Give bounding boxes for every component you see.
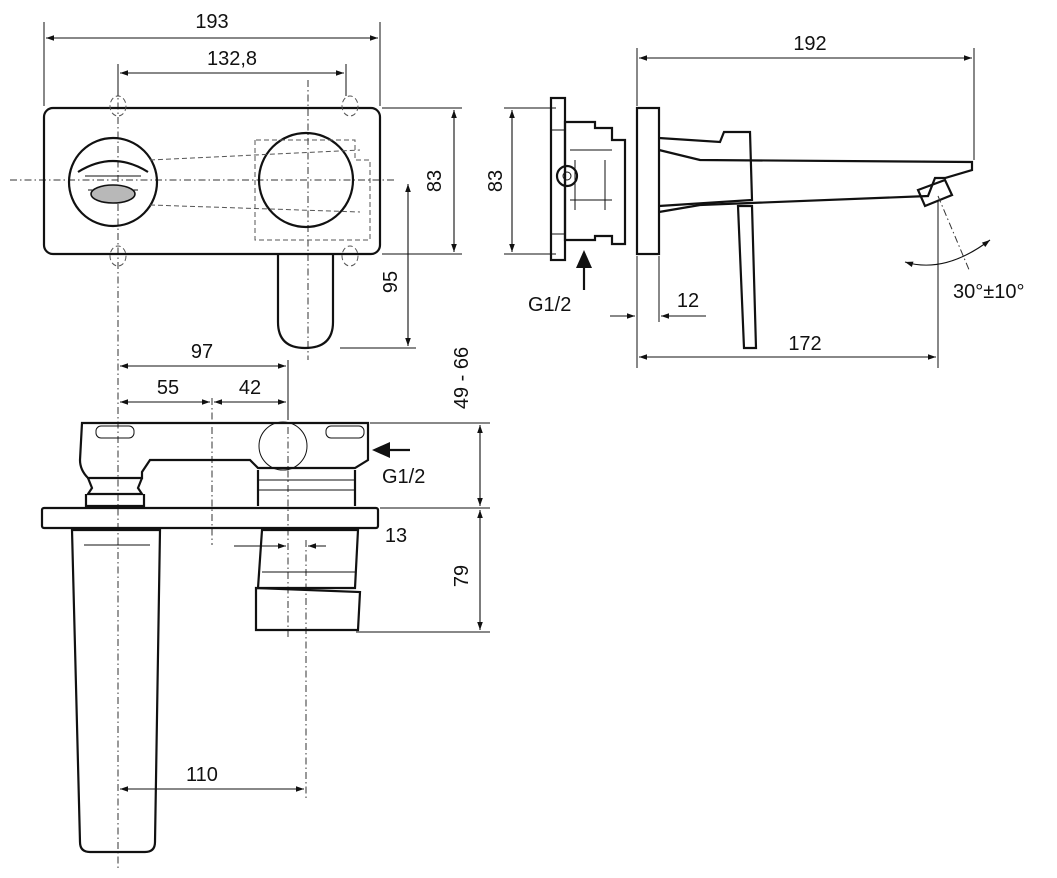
top-view: 193 132,8 83 95	[10, 11, 462, 868]
dim-top-hole-spacing: 132,8	[207, 48, 257, 70]
front-cover-plate	[40, 506, 380, 530]
dim-front-body-offset: 13	[385, 525, 407, 547]
dim-front-centre-total: 97	[191, 341, 213, 363]
side-thread-label: G1/2	[528, 294, 571, 316]
dim-side-spout-reach: 172	[788, 333, 821, 355]
dim-front-spout-offset: 110	[186, 764, 218, 786]
side-view: G1/2 83 192 12 172 30°±10°	[485, 33, 1024, 368]
front-spout	[70, 528, 162, 854]
spout-outlet	[67, 136, 159, 228]
dim-side-length: 192	[793, 33, 826, 55]
lever-handle	[276, 254, 335, 350]
dim-side-wall-offset: 12	[677, 290, 699, 312]
lever-base	[257, 131, 355, 229]
side-lever	[736, 204, 758, 350]
valve-body-top	[78, 421, 370, 480]
front-body-lower	[256, 528, 360, 590]
dim-top-height: 83	[424, 170, 446, 192]
dim-top-width: 193	[195, 11, 228, 33]
front-thread-label: G1/2	[382, 466, 425, 488]
dim-side-height: 83	[485, 170, 507, 192]
dim-side-angle: 30°±10°	[953, 281, 1024, 303]
cover-plate	[635, 106, 661, 256]
dim-front-centre-left: 55	[157, 377, 179, 399]
dim-front-centre-right: 42	[239, 377, 261, 399]
front-view: 97 55 42 49 - 66 G1/2 13 79 110	[40, 341, 490, 854]
aerator	[90, 184, 136, 204]
dim-front-depth-range: 49 - 66	[451, 347, 473, 409]
wall-plate	[42, 106, 382, 256]
dim-top-lever-drop: 95	[380, 271, 402, 293]
valve-body	[563, 120, 627, 246]
dim-front-body-depth: 79	[451, 565, 473, 587]
side-spout	[658, 148, 974, 214]
